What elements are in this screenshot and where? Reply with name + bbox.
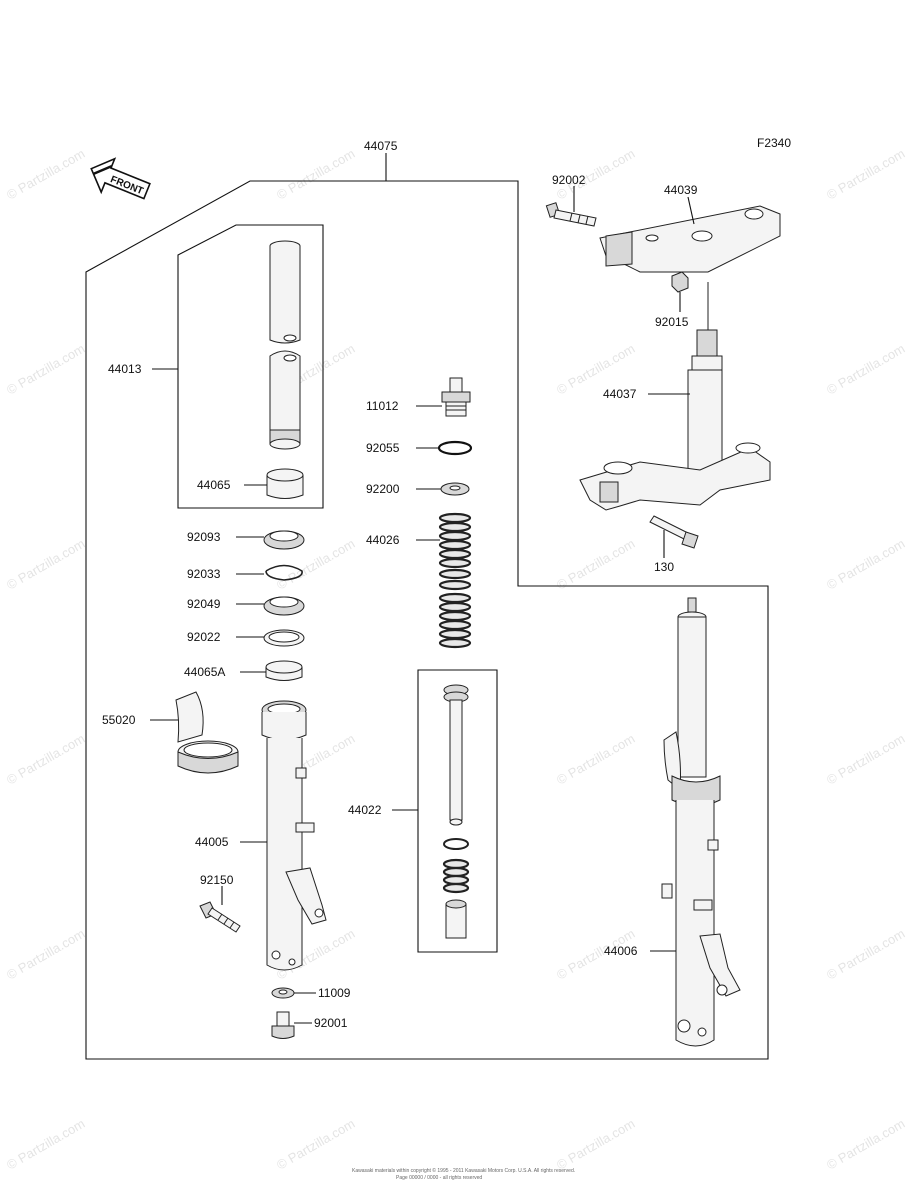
part-label-92093[interactable]: 92093 xyxy=(187,530,221,544)
circlip-92033-drawing xyxy=(265,564,303,581)
watermark: © Partzilla.com xyxy=(824,341,907,398)
watermark: © Partzilla.com xyxy=(824,731,907,788)
part-label-44005[interactable]: 44005 xyxy=(195,835,229,849)
assembly-outline-44022 xyxy=(417,669,498,953)
washer-92022-drawing xyxy=(263,629,305,647)
part-label-44022[interactable]: 44022 xyxy=(348,803,382,817)
part-label-11009[interactable]: 11009 xyxy=(318,986,351,1000)
bushing-44065-drawing xyxy=(266,468,304,499)
watermark: © Partzilla.com xyxy=(4,731,87,788)
part-label-11012[interactable]: 11012 xyxy=(366,399,399,413)
part-label-44013[interactable]: 44013 xyxy=(108,362,142,376)
part-label-44026[interactable]: 44026 xyxy=(366,533,400,547)
watermark: © Partzilla.com xyxy=(554,731,637,788)
part-label-44075[interactable]: 44075 xyxy=(364,139,398,153)
assembly-outline-44075 xyxy=(85,180,769,1060)
figure-code: F2340 xyxy=(757,136,791,150)
seal-92049-drawing xyxy=(263,596,305,616)
part-label-92200[interactable]: 92200 xyxy=(366,482,400,496)
assembly-outline-44013 xyxy=(177,224,324,509)
washer-11009-drawing xyxy=(271,987,295,999)
leader-line xyxy=(687,196,695,225)
part-label-44065[interactable]: 44065 xyxy=(197,478,231,492)
watermark: © Partzilla.com xyxy=(554,536,637,593)
watermark: © Partzilla.com xyxy=(4,146,87,203)
watermark: © Partzilla.com xyxy=(824,1116,907,1173)
part-label-92033[interactable]: 92033 xyxy=(187,567,221,581)
damper-rod-44022-drawing xyxy=(442,684,470,939)
nut-92015-drawing xyxy=(671,271,689,293)
copyright-line-1: Kawasaki materials within copyright © 19… xyxy=(352,1167,575,1174)
watermark: © Partzilla.com xyxy=(4,341,87,398)
front-arrow-icon: FRONT xyxy=(90,157,151,200)
bushing-44065A-drawing xyxy=(265,660,303,681)
part-label-92001[interactable]: 92001 xyxy=(314,1016,348,1030)
o-ring-92055-drawing xyxy=(437,440,473,456)
watermark: © Partzilla.com xyxy=(4,1116,87,1173)
watermark: © Partzilla.com xyxy=(4,536,87,593)
steering-stem-44037-drawing xyxy=(579,282,771,511)
bolt-92001-drawing xyxy=(271,1011,295,1039)
part-label-44065A[interactable]: 44065A xyxy=(184,665,225,679)
fork-guard-55020-drawing xyxy=(175,691,239,774)
bolt-92150-drawing xyxy=(199,901,241,933)
part-label-92150[interactable]: 92150 xyxy=(200,873,234,887)
part-label-44039[interactable]: 44039 xyxy=(664,183,698,197)
watermark: © Partzilla.com xyxy=(824,146,907,203)
watermark: © Partzilla.com xyxy=(274,146,357,203)
part-label-44037[interactable]: 44037 xyxy=(603,387,637,401)
outer-tube-44005-drawing xyxy=(261,700,327,971)
part-label-92055[interactable]: 92055 xyxy=(366,441,400,455)
cap-bolt-11012-drawing xyxy=(441,377,471,417)
copyright-line-2: Page 00000 / 0000 - all rights reserved xyxy=(396,1175,482,1181)
part-label-92015[interactable]: 92015 xyxy=(655,315,689,329)
washer-92200-drawing xyxy=(440,482,470,496)
inner-tube-drawing xyxy=(269,240,301,450)
part-label-130[interactable]: 130 xyxy=(654,560,674,574)
seal-92093-drawing xyxy=(263,530,305,550)
watermark-layer: © Partzilla.com © Partzilla.com © Partzi… xyxy=(4,146,907,1173)
spring-44026-drawing xyxy=(438,512,472,649)
part-label-92049[interactable]: 92049 xyxy=(187,597,221,611)
part-label-92002[interactable]: 92002 xyxy=(552,173,586,187)
watermark: © Partzilla.com xyxy=(554,1116,637,1173)
part-label-92022[interactable]: 92022 xyxy=(187,630,221,644)
watermark: © Partzilla.com xyxy=(274,1116,357,1173)
watermark: © Partzilla.com xyxy=(4,926,87,983)
fork-assembly-44006-drawing xyxy=(661,597,741,1047)
bolt-130-drawing xyxy=(649,515,699,549)
watermark: © Partzilla.com xyxy=(824,536,907,593)
bolt-92002-drawing xyxy=(545,202,597,227)
watermark: © Partzilla.com xyxy=(824,926,907,983)
part-label-44006[interactable]: 44006 xyxy=(604,944,638,958)
upper-bracket-44039-drawing xyxy=(599,205,781,273)
part-label-55020[interactable]: 55020 xyxy=(102,713,136,727)
